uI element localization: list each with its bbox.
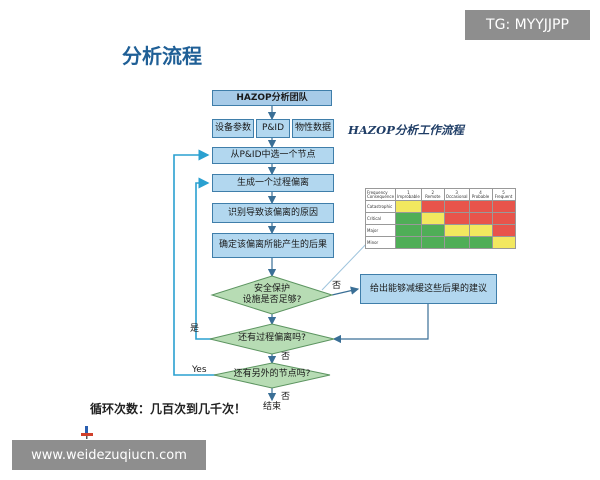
- matrix-cell: [468, 212, 493, 225]
- page-title: 分析流程: [122, 44, 202, 68]
- matrix-row-label: Catastrophic: [364, 200, 397, 213]
- diamond-more-deviation: [209, 323, 335, 355]
- safeguard-question: 安全保护 设施是否足够?: [232, 284, 312, 307]
- matrix-cell: [395, 236, 422, 249]
- pin-icon: [81, 426, 93, 439]
- matrix-cell: [420, 224, 445, 237]
- end-label: 结束: [262, 402, 281, 412]
- matrix-cell: [443, 236, 470, 249]
- matrix-cell: [468, 224, 493, 237]
- matrix-row-label: Critical: [364, 212, 397, 225]
- matrix-col-3: 3 Occasional: [443, 188, 470, 201]
- matrix-cell: [491, 200, 516, 213]
- matrix-cell: [420, 200, 445, 213]
- matrix-cell: [491, 212, 516, 225]
- branch-no-deviation: 否: [281, 352, 291, 362]
- branch-yes-node: Yes: [192, 365, 207, 375]
- matrix-cell: [395, 224, 422, 237]
- matrix-cell: [468, 236, 493, 249]
- matrix-col-label: Probable: [471, 193, 490, 199]
- matrix-cell: [420, 236, 445, 249]
- matrix-col-num: 1: [407, 189, 410, 195]
- matrix-row-label: Minor: [364, 236, 397, 249]
- matrix-cell: [443, 200, 470, 213]
- matrix-row-label: Major: [364, 224, 397, 237]
- branch-yes-deviation: 是: [190, 324, 200, 334]
- matrix-corner: Frequency Consequence: [364, 188, 397, 201]
- matrix-col-num: 4: [479, 189, 482, 195]
- matrix-col-num: 2: [431, 189, 435, 195]
- matrix-header-row: Frequency Consequence 1 Improbable 2 Rem…: [364, 188, 516, 201]
- loop-more-deviation: [195, 177, 212, 340]
- matrix-col-label: Remote: [425, 193, 441, 199]
- matrix-col-4: 4 Probable: [468, 188, 493, 201]
- matrix-cell: [468, 200, 493, 213]
- matrix-row: Catastrophic: [364, 200, 516, 213]
- diamond-more-node: [213, 362, 331, 389]
- matrix-col-label: Improbable: [397, 193, 420, 199]
- safeguard-question-line1: 安全保护: [253, 284, 290, 294]
- recommendation-box: 给出能够减缓这些后果的建议: [360, 274, 497, 304]
- matrix-cell: [420, 212, 445, 225]
- input-pid: P&ID: [256, 119, 290, 138]
- matrix-row: Minor: [364, 236, 516, 249]
- identify-cause-box: 识别导致该偏离的原因: [212, 203, 334, 223]
- edge-recommend-deviation: [332, 304, 429, 344]
- generate-deviation-box: 生成一个过程偏离: [212, 174, 334, 192]
- matrix-corner-consequence: Consequence: [367, 193, 395, 199]
- branch-no-safeguard: 否: [332, 281, 342, 291]
- matrix-col-label: Frequent: [494, 193, 513, 199]
- site-watermark: www.weidezuqiucn.com: [12, 440, 206, 470]
- matrix-col-label: Occasional: [445, 193, 468, 199]
- matrix-cell: [491, 224, 516, 237]
- more-node-question: 还有另外的节点吗?: [233, 369, 311, 379]
- matrix-corner-frequency: Frequency: [367, 189, 388, 195]
- branch-no-node: 否: [281, 392, 291, 402]
- matrix-cell: [395, 200, 422, 213]
- diamond-safeguard: [210, 275, 334, 315]
- matrix-col-2: 2 Remote: [420, 188, 445, 201]
- determine-consequence-box: 确定该偏离所能产生的后果: [212, 233, 334, 258]
- matrix-row: Major: [364, 224, 516, 237]
- input-property-data: 物性数据: [292, 119, 334, 138]
- matrix-row: Critical: [364, 212, 516, 225]
- loop-more-node: [173, 149, 216, 376]
- matrix-cell: [443, 212, 470, 225]
- workflow-title: HAZOP分析工作流程: [348, 123, 464, 137]
- input-equipment-params: 设备参数: [212, 119, 254, 138]
- safeguard-question-line2: 设施是否足够?: [242, 295, 302, 306]
- edge-safeguard-recommend: [331, 286, 360, 296]
- matrix-callout-line: [321, 239, 371, 291]
- matrix-col-1: 1 Improbable: [395, 188, 422, 201]
- matrix-cell: [491, 236, 516, 249]
- more-deviation-question: 还有过程偏离吗?: [238, 333, 306, 343]
- matrix-col-num: 3: [455, 189, 458, 195]
- select-node-box: 从P&ID中选一个节点: [212, 147, 334, 164]
- matrix-col-num: 5: [502, 189, 505, 195]
- loop-count-note: 循环次数：几百次到几千次！: [90, 402, 247, 416]
- matrix-cell: [395, 212, 422, 225]
- telegram-tag: TG: MYYJJPP: [465, 10, 590, 40]
- team-box: HAZOP分析团队: [212, 90, 332, 106]
- matrix-col-5: 5 Frequent: [491, 188, 516, 201]
- risk-matrix: Frequency Consequence 1 Improbable 2 Rem…: [364, 188, 516, 249]
- matrix-cell: [443, 224, 470, 237]
